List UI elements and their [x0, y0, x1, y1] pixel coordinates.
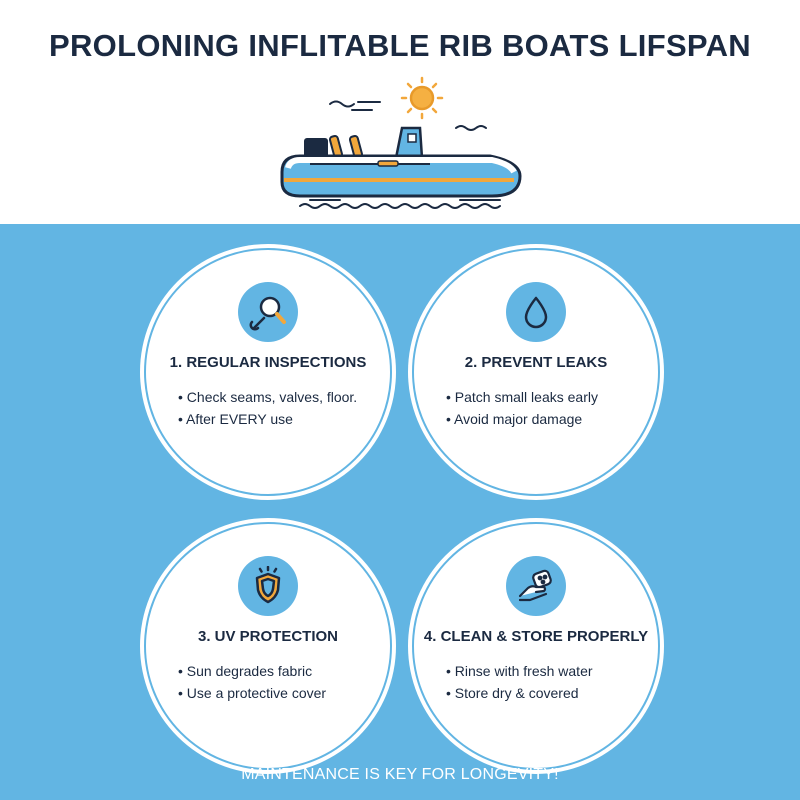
- bullet-item: Store dry & covered: [446, 682, 646, 704]
- card-uv-protection: 3. UV PROTECTION Sun degrades fabric Use…: [146, 524, 390, 768]
- rib-boat-icon: [280, 126, 522, 198]
- shield-sun-icon: [238, 556, 298, 616]
- bullet-item: After EVERY use: [178, 408, 378, 430]
- card-title: 1. REGULAR INSPECTIONS: [169, 354, 367, 371]
- bullet-list: Check seams, valves, floor. After EVERY …: [178, 386, 378, 430]
- card-title: 4. CLEAN & STORE PROPERLY: [423, 628, 649, 645]
- bullet-list: Patch small leaks early Avoid major dama…: [446, 386, 646, 430]
- bullet-list: Rinse with fresh water Store dry & cover…: [446, 660, 646, 704]
- bullet-item: Use a protective cover: [178, 682, 378, 704]
- sun-icon: [400, 76, 444, 120]
- hand-sponge-icon: [506, 556, 566, 616]
- card-clean-store: 4. CLEAN & STORE PROPERLY Rinse with fre…: [414, 524, 658, 768]
- header-section: PROLONING INFLITABLE RIB BOATS LIFSPAN: [0, 0, 800, 224]
- boat-illustration: [280, 76, 522, 209]
- bullet-list: Sun degrades fabric Use a protective cov…: [178, 660, 378, 704]
- bullet-item: Sun degrades fabric: [178, 660, 378, 682]
- magnifier-wrench-icon: [238, 282, 298, 342]
- page-title: PROLONING INFLITABLE RIB BOATS LIFSPAN: [49, 28, 751, 63]
- card-prevent-leaks: 2. PREVENT LEAKS Patch small leaks early…: [414, 250, 658, 494]
- bullet-item: Rinse with fresh water: [446, 660, 646, 682]
- water-drop-icon: [506, 282, 566, 342]
- footer-tagline: MAINTENANCE IS KEY FOR LONGEVITY!: [241, 766, 559, 783]
- bullet-item: Avoid major damage: [446, 408, 646, 430]
- bullet-item: Patch small leaks early: [446, 386, 646, 408]
- card-title: 2. PREVENT LEAKS: [464, 354, 608, 371]
- tips-section: 1. REGULAR INSPECTIONS Check seams, valv…: [0, 224, 800, 800]
- bullet-item: Check seams, valves, floor.: [178, 386, 378, 408]
- card-title: 3. UV PROTECTION: [197, 628, 339, 645]
- card-regular-inspections: 1. REGULAR INSPECTIONS Check seams, valv…: [146, 250, 390, 494]
